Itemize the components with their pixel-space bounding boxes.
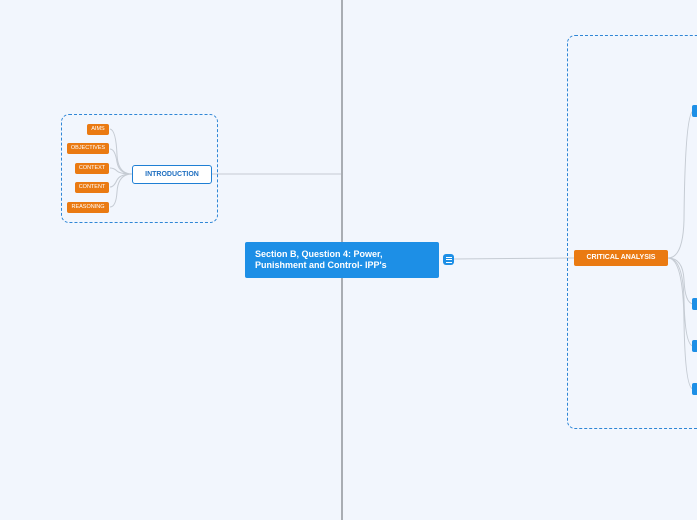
subtopic-objectives[interactable]: OBJECTIVES <box>67 143 109 154</box>
connector-root-ca <box>453 257 575 260</box>
connector-objectives <box>109 148 133 175</box>
topic-introduction[interactable]: INTRODUCTION <box>132 165 212 184</box>
subtopic-aims[interactable]: AIMS <box>87 124 109 135</box>
critical-analysis-boundary <box>567 35 697 429</box>
central-topic-line-2: Punishment and Control- IPP's <box>255 260 387 270</box>
critical-analysis-child-3[interactable] <box>692 340 697 352</box>
connector-ca-4 <box>667 257 694 390</box>
connector-content <box>109 173 133 188</box>
subtopic-content[interactable]: CONTENT <box>75 182 109 193</box>
critical-analysis-child-1[interactable] <box>692 105 697 117</box>
introduction-boundary <box>61 114 218 223</box>
connector-ca-1 <box>667 110 694 259</box>
connector-ca-3 <box>667 257 694 347</box>
central-topic[interactable]: Section B, Question 4: Power, Punishment… <box>245 242 439 278</box>
subtopic-reasoning[interactable]: REASONING <box>67 202 109 213</box>
critical-analysis-child-2[interactable] <box>692 298 697 310</box>
collapse-toggle-icon[interactable] <box>443 254 454 265</box>
central-topic-line-1: Section B, Question 4: Power, <box>255 249 383 259</box>
connector-context <box>109 167 133 175</box>
connector-reasoning <box>109 173 133 208</box>
connector-ca-2 <box>667 257 694 305</box>
critical-analysis-child-4[interactable] <box>692 383 697 395</box>
subtopic-context[interactable]: CONTEXT <box>75 163 109 174</box>
topic-critical-analysis[interactable]: CRITICAL ANALYSIS <box>574 250 668 266</box>
